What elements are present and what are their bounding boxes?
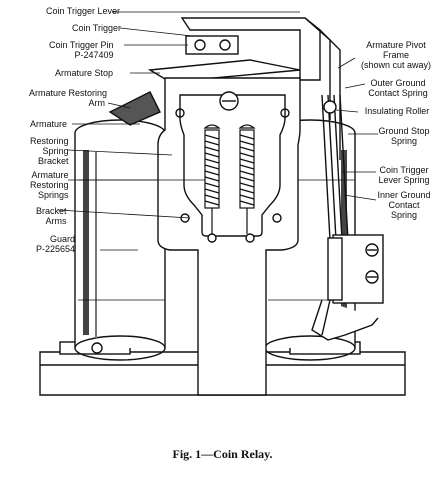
label-coin-trigger: Coin Trigger (72, 23, 122, 33)
label-armature: Armature (30, 119, 68, 129)
contact-spring-assembly (311, 94, 384, 341)
leader-lines (57, 11, 378, 251)
coin-trigger-assembly (108, 35, 301, 126)
figure-caption: Fig. 1—Coin Relay. (172, 447, 273, 461)
armature-pivot-frame (180, 17, 341, 160)
restoring-springs (203, 124, 256, 234)
label-armature-stop: Armature Stop (55, 68, 114, 78)
label-coin-trigger-lever: Coin Trigger Lever (46, 6, 121, 16)
label-insulating-roller: Insulating Roller (364, 106, 430, 116)
armature-plate (157, 77, 301, 396)
left-coil (74, 119, 166, 361)
